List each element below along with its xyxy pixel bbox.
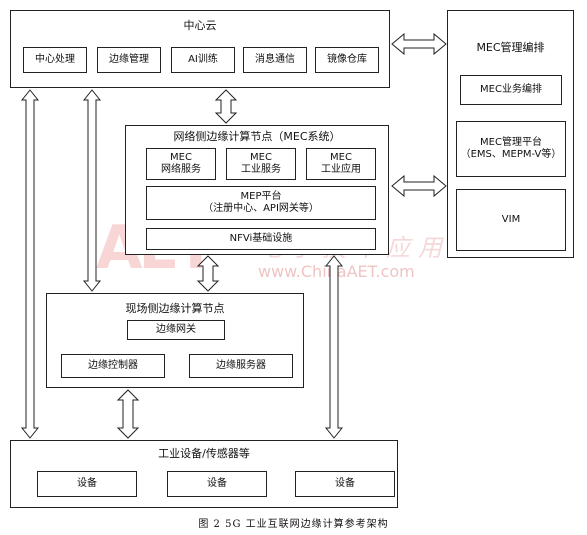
arrow-cloud-devices-left — [20, 89, 40, 439]
mec-management-box: MEC管理编排 MEC业务编排 MEC管理平台 （EMS、MEPM-V等） VI… — [447, 10, 574, 258]
mec-industrial-service-box: MEC 工业服务 — [226, 148, 296, 180]
edge-server-box: 边缘服务器 — [189, 354, 293, 378]
arrow-field-node-devices — [116, 389, 140, 439]
arrow-cloud-mec-management — [391, 32, 447, 56]
mec-network-service-box: MEC 网络服务 — [146, 148, 216, 180]
cloud-module-central-processing: 中心处理 — [23, 47, 87, 73]
edge-gateway-box: 边缘网关 — [127, 320, 225, 340]
mep-platform-box: MEP平台 （注册中心、API网关等） — [146, 186, 376, 220]
device-box: 设备 — [295, 471, 395, 497]
arrow-cloud-network-node — [214, 89, 238, 124]
cloud-module-image-repository: 镜像仓库 — [315, 47, 379, 73]
arrow-network-node-devices — [324, 255, 344, 439]
network-edge-node-title: 网络侧边缘计算节点（MEC系统） — [173, 130, 341, 143]
figure-caption: 图 2 5G 工业互联网边缘计算参考架构 — [198, 519, 389, 530]
mec-management-platform-box: MEC管理平台 （EMS、MEPM-V等） — [456, 121, 566, 177]
nfvi-box: NFVi基础设施 — [146, 228, 376, 250]
device-box: 设备 — [167, 471, 267, 497]
cloud-module-messaging: 消息通信 — [243, 47, 307, 73]
watermark-url: www.ChinaAET.com — [258, 262, 415, 281]
central-cloud-box: 中心云 中心处理 边缘管理 AI训练 消息通信 镜像仓库 — [10, 10, 390, 88]
cloud-module-ai-training: AI训练 — [171, 47, 235, 73]
mec-management-title: MEC管理编排 — [476, 41, 545, 54]
industrial-devices-title: 工业设备/传感器等 — [158, 447, 250, 460]
field-edge-node-title: 现场侧边缘计算节点 — [125, 302, 225, 315]
industrial-devices-box: 工业设备/传感器等 设备 设备 设备 — [10, 440, 398, 508]
device-box: 设备 — [37, 471, 137, 497]
cloud-module-edge-management: 边缘管理 — [97, 47, 161, 73]
network-edge-node-box: 网络侧边缘计算节点（MEC系统） MEC 网络服务 MEC 工业服务 MEC 工… — [125, 125, 389, 255]
edge-controller-box: 边缘控制器 — [61, 354, 165, 378]
central-cloud-title: 中心云 — [183, 19, 217, 32]
mec-industrial-app-box: MEC 工业应用 — [306, 148, 376, 180]
mec-orchestration-box: MEC业务编排 — [460, 75, 562, 105]
field-edge-node-box: 现场侧边缘计算节点 边缘网关 边缘控制器 边缘服务器 — [46, 293, 304, 388]
vim-box: VIM — [456, 189, 566, 251]
arrow-network-node-mec-management — [391, 174, 447, 198]
